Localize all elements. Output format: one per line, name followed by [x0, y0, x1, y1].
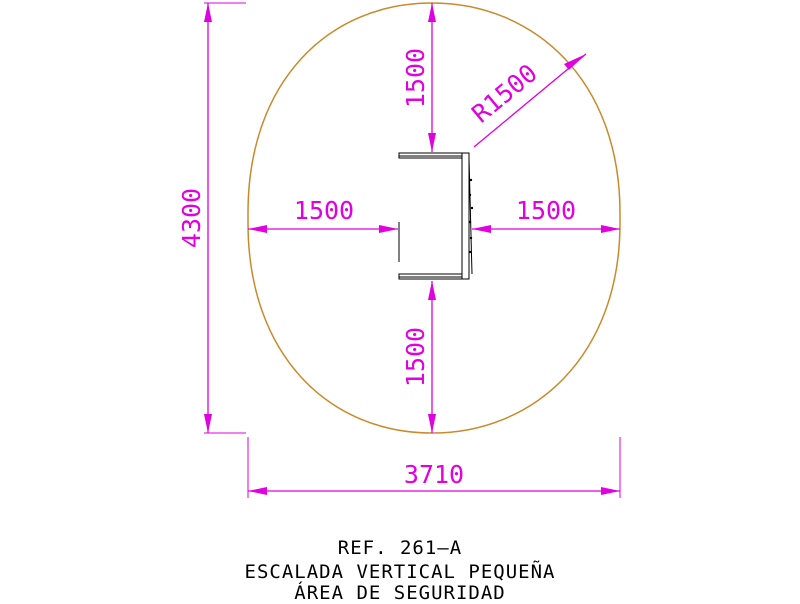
- dimension-top-clearance-label: 1500: [401, 48, 430, 108]
- dimension-total-width: 3710: [247, 437, 621, 498]
- climbing-holds: [468, 178, 474, 254]
- structure-wall-edge: [468, 157, 473, 275]
- dimension-top-clearance: 1500: [401, 3, 436, 152]
- dimension-bottom-clearance-label: 1500: [401, 327, 430, 387]
- dimension-right-clearance: 1500: [472, 196, 620, 233]
- dimension-corner-radius-label: R1500: [466, 58, 543, 128]
- caption-title: ESCALADA VERTICAL PEQUEÑA: [244, 561, 556, 583]
- dimension-left-clearance: 1500: [248, 196, 398, 233]
- dimension-right-clearance-label: 1500: [516, 196, 576, 225]
- dimension-total-height-label: 4300: [177, 188, 206, 248]
- dimension-bottom-clearance: 1500: [401, 281, 436, 433]
- caption-reference: REF. 261–A: [337, 537, 463, 559]
- dimension-total-width-label: 3710: [404, 460, 464, 489]
- dimension-total-height: 4300: [177, 2, 246, 434]
- caption-subtitle: ÁREA DE SEGURIDAD: [294, 582, 506, 604]
- structure-wall-panel: [461, 152, 470, 280]
- dimension-left-clearance-label: 1500: [294, 196, 354, 225]
- dimension-corner-radius: R1500: [466, 53, 587, 148]
- climbing-structure: [398, 152, 474, 280]
- safety-area-boundary: [247, 2, 621, 434]
